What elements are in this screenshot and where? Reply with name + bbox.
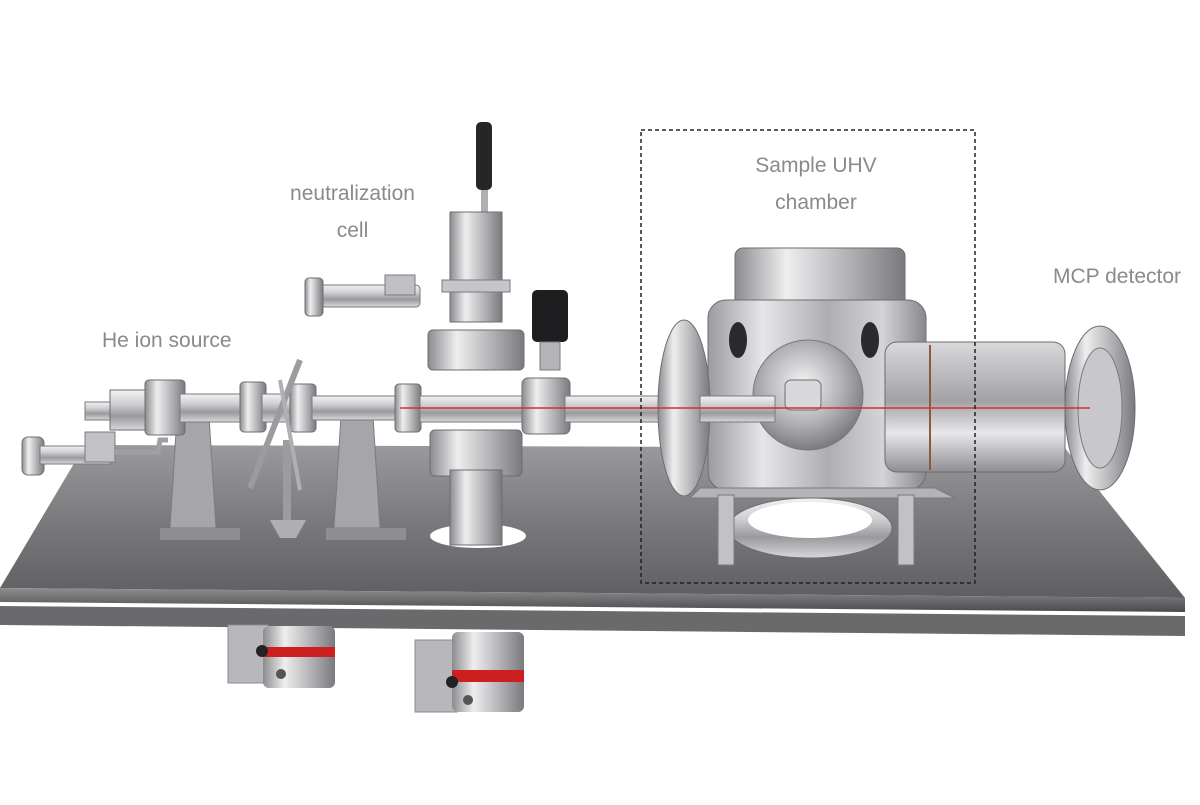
chamber-highlight-box (640, 129, 976, 584)
he-ion-source-assembly (21, 358, 422, 491)
manipulator-knob (476, 122, 492, 190)
gate-valve (521, 290, 671, 435)
label-mcp-detector: MCP detector (1053, 258, 1181, 295)
label-neutralization-cell: neutralization cell (270, 175, 435, 249)
table-edge-lower (0, 606, 1185, 636)
isolator-band (263, 647, 335, 657)
label-sample-uhv-chamber: Sample UHV chamber (730, 147, 902, 221)
label-mcp-detector-text: MCP detector (1053, 265, 1181, 288)
label-chamber-line1: Sample UHV (755, 154, 877, 177)
label-chamber-line2: chamber (775, 191, 857, 214)
label-he-ion-source: He ion source (102, 322, 232, 359)
mcp-detector (884, 325, 1136, 491)
sample-uhv-chamber (657, 247, 956, 566)
isolator-right (414, 632, 524, 713)
table-edge-upper (0, 588, 1185, 612)
label-neutralization-line1: neutralization (290, 182, 415, 205)
label-neutralization-line2: cell (336, 219, 369, 242)
top-flange (734, 247, 906, 309)
valve-knob (532, 290, 568, 342)
isolator-left (227, 624, 335, 688)
neutralization-cell-assembly (304, 122, 526, 546)
isolator-band (452, 670, 524, 682)
label-he-ion-source-text: He ion source (102, 329, 232, 352)
